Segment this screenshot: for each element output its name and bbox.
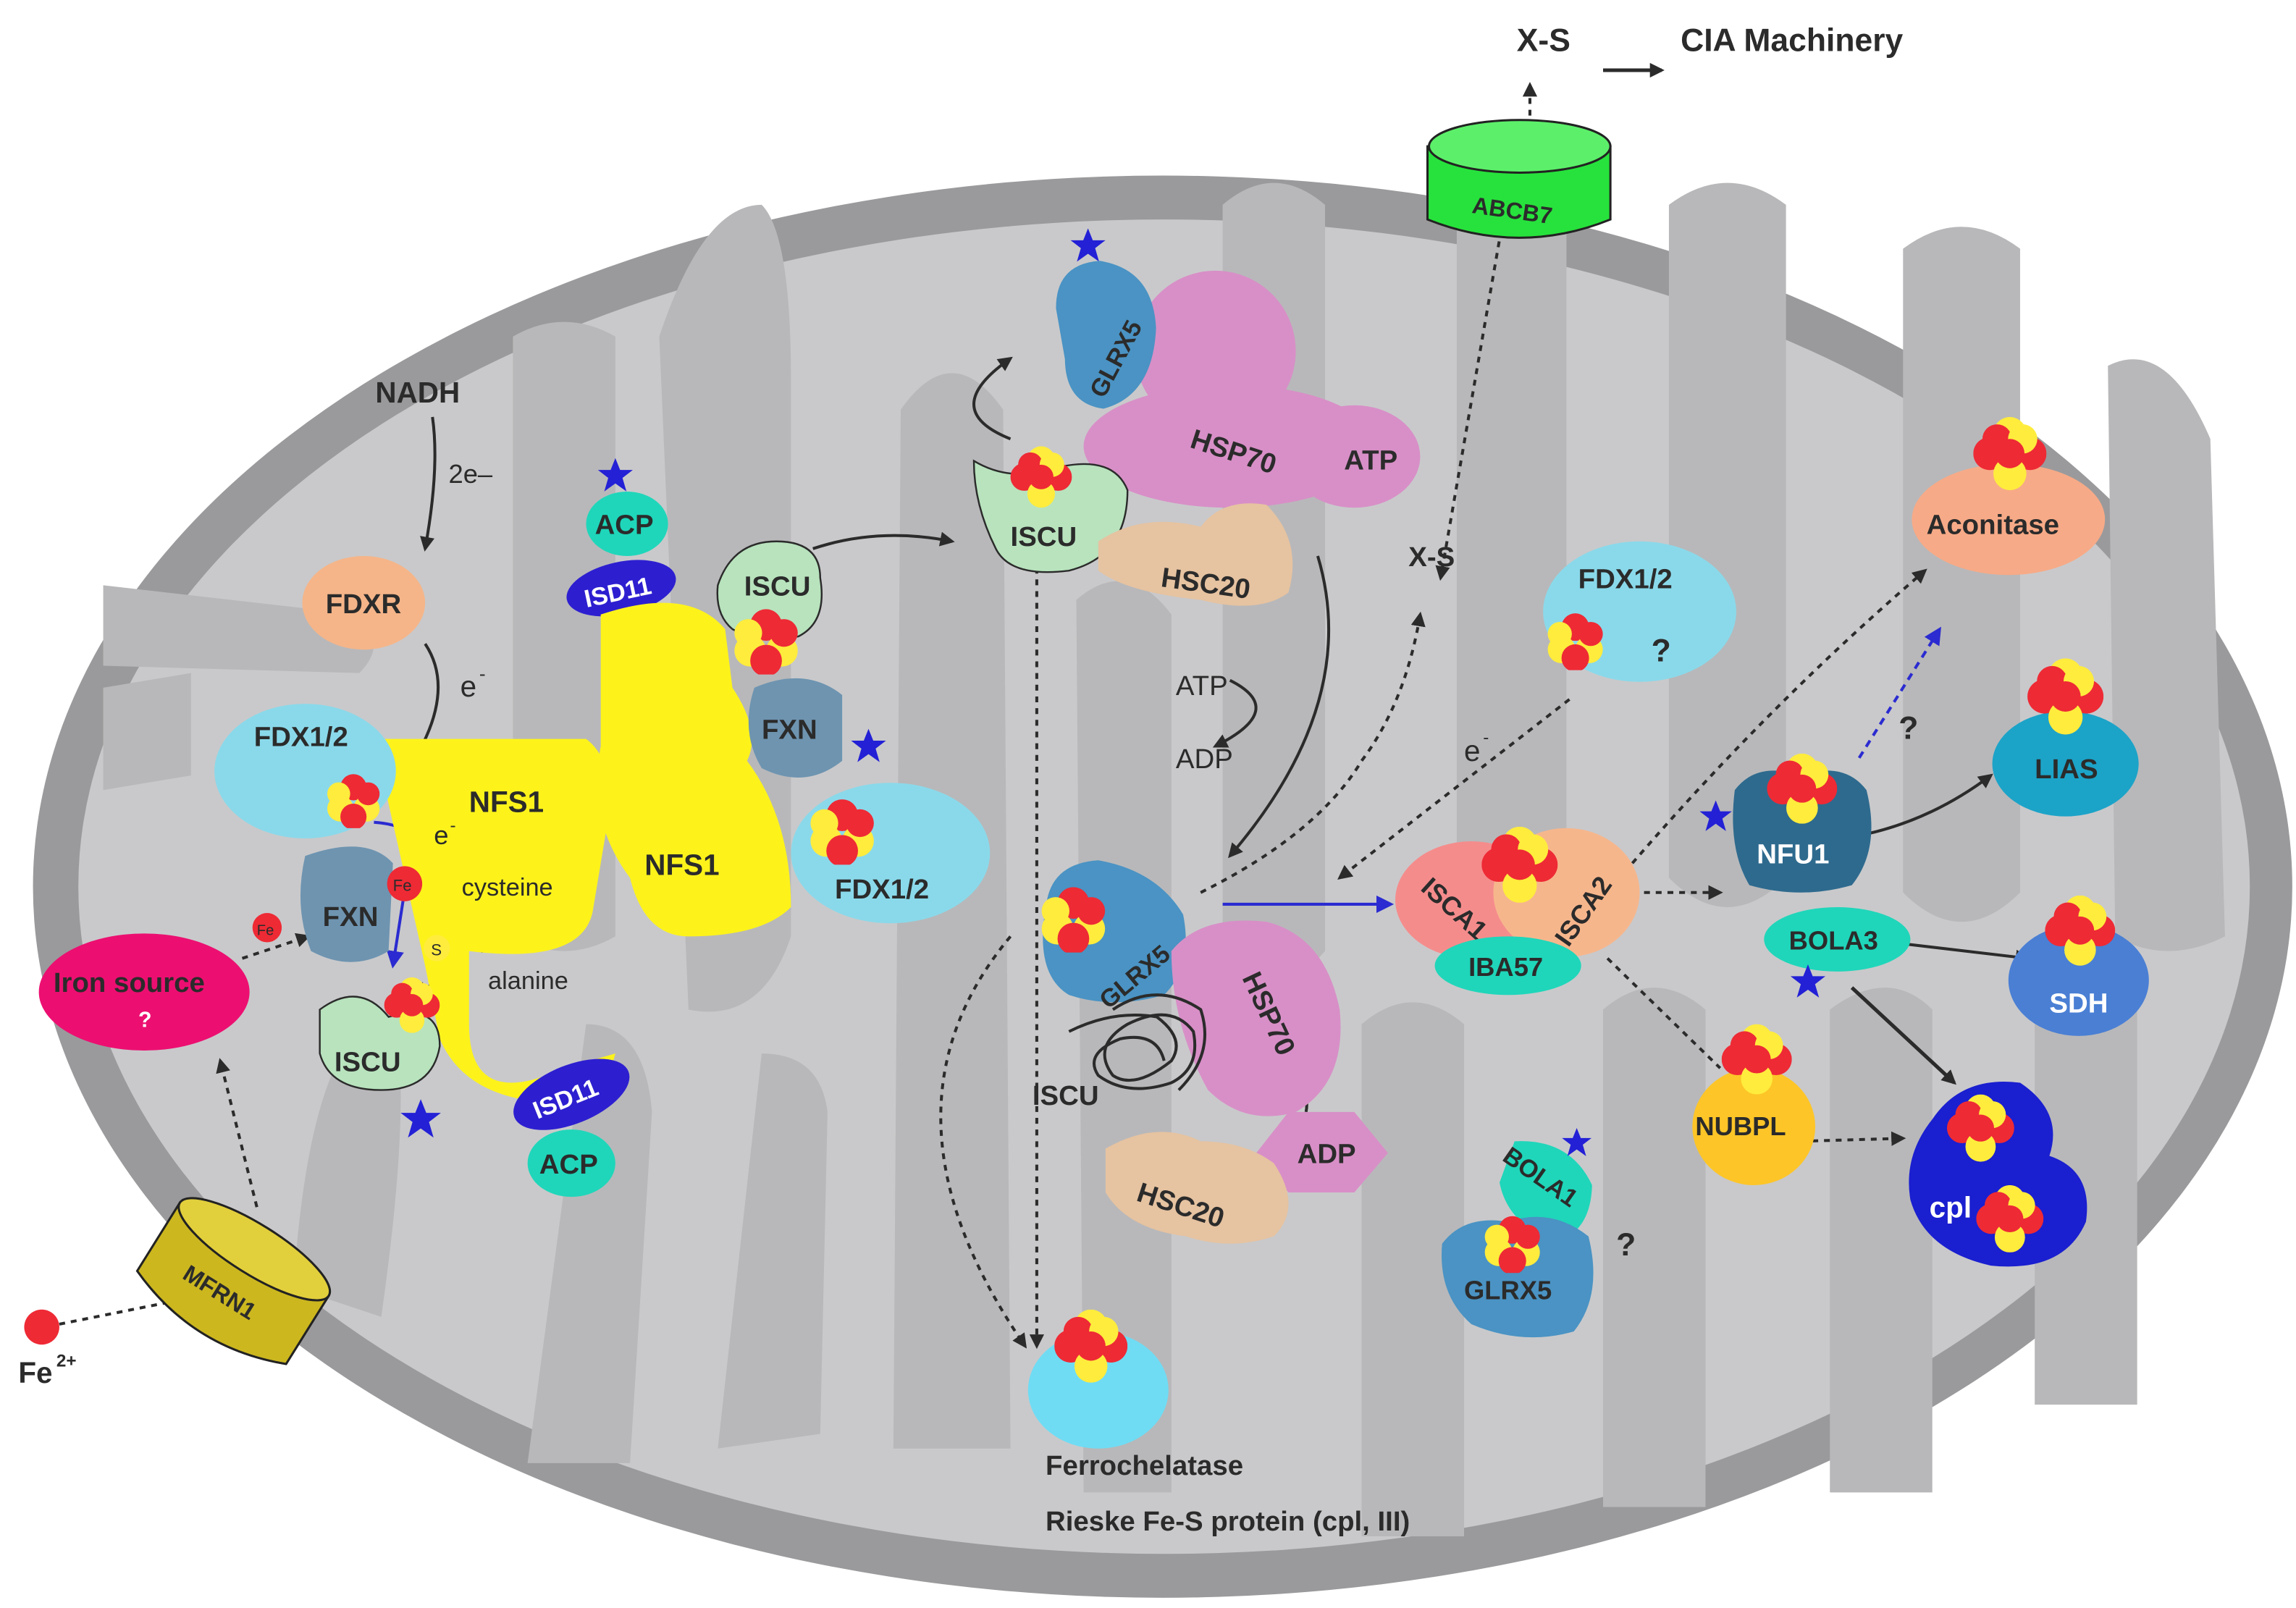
hsc20-mid-protein xyxy=(1105,1132,1289,1244)
fdx12-right-question: ? xyxy=(1652,633,1671,668)
nfu1-question: ? xyxy=(1898,711,1918,746)
cia-export: X-S CIA Machinery xyxy=(1517,23,1904,59)
sdh-protein xyxy=(2008,925,2149,1036)
nubpl-protein xyxy=(1692,1068,1816,1185)
mfrn1-transporter: MFRN1 xyxy=(135,1197,332,1365)
acp-bottom-label: ACP xyxy=(539,1149,598,1180)
fdxr-label: FDXR xyxy=(326,589,401,620)
glrx5-right-question: ? xyxy=(1616,1227,1636,1263)
bola3-label: BOLA3 xyxy=(1789,926,1878,956)
iron-source-label: Iron source xyxy=(54,967,205,998)
bola3-protein xyxy=(1764,906,1911,972)
left-region: NADH 2e– FDXR e - FDX1/2 NFS1 e - FXN Fe… xyxy=(18,376,615,1389)
nfs1-complex: ACP ISD11 NFS1 ISCU FXN FDX1/2 ISD11 ACP xyxy=(513,458,991,1197)
aconitase-protein xyxy=(1912,463,2106,576)
fe2-ion xyxy=(24,1309,59,1345)
electron-minus-3: - xyxy=(1483,728,1489,748)
lias-protein xyxy=(1992,711,2139,817)
ferrochelatase-label: Ferrochelatase xyxy=(1046,1450,1243,1481)
fdx12-left-label: FDX1/2 xyxy=(254,722,348,753)
nfu1-label: NFU1 xyxy=(1757,838,1829,870)
atp-top-label: ATP xyxy=(1344,445,1397,476)
fdxr-protein xyxy=(302,555,426,650)
connectors xyxy=(59,62,2031,1350)
hsp70-mid-protein xyxy=(1171,920,1341,1116)
isd11-top-protein xyxy=(566,560,676,617)
hsc20-top-protein xyxy=(1098,503,1293,606)
electron-minus-1: - xyxy=(479,663,486,685)
adp-hex-label: ADP xyxy=(1298,1139,1356,1170)
nubpl-label: NUBPL xyxy=(1695,1111,1786,1141)
fxn-left-label: FXN xyxy=(323,901,379,933)
acp-top-protein xyxy=(586,492,668,556)
iscu-center-label: ISCU xyxy=(744,571,811,602)
fdx12-right-label: FDX1/2 xyxy=(1578,563,1673,594)
fxn-center-label: FXN xyxy=(762,715,817,746)
cysteine-label: cysteine xyxy=(462,874,553,901)
fe-ion-small xyxy=(252,913,282,943)
iscu-center-protein xyxy=(716,540,823,640)
bola1-protein xyxy=(1500,1141,1592,1242)
fxn-center-protein xyxy=(748,678,843,778)
iscu-top-label: ISCU xyxy=(1011,521,1077,552)
cpl-label: cpl xyxy=(1930,1190,1972,1224)
iscu-left-label: ISCU xyxy=(335,1046,401,1077)
nfs1-right-protein xyxy=(597,602,791,937)
fe-big-label: Fe xyxy=(393,877,412,895)
acp-top-label: ACP xyxy=(595,510,654,541)
sdh-label: SDH xyxy=(2049,988,2108,1019)
fdx12-center-label: FDX1/2 xyxy=(835,874,929,905)
glrx5-right-label: GLRX5 xyxy=(1464,1276,1552,1305)
chaperone-system: GLRX5 HSP70 ATP ISCU HSC20 ATP ADP GLRX5… xyxy=(972,228,1421,1537)
fe-ion-big xyxy=(387,866,423,901)
right-region: X-S FDX1/2 ? e - ISCA1 ISCA2 IBA57 Aconi… xyxy=(1395,416,2149,1338)
adp-hexagon xyxy=(1256,1111,1388,1193)
xs-label: X-S xyxy=(1408,542,1455,573)
isd11-bottom-protein xyxy=(513,1058,630,1130)
electron-minus-2: - xyxy=(450,816,456,835)
glrx5-right-protein xyxy=(1442,1216,1594,1338)
s-label: S xyxy=(431,941,442,959)
abcb7-transporter: ABCB7 xyxy=(1426,119,1612,239)
iron-source xyxy=(38,933,250,1051)
iba57-protein xyxy=(1434,936,1581,995)
electron-label-2: e xyxy=(434,820,448,850)
nfu1-protein xyxy=(1733,770,1872,893)
fe-small-label: Fe xyxy=(257,922,274,938)
nfs1-right-label: NFS1 xyxy=(644,849,719,882)
iron-source-question: ? xyxy=(138,1009,152,1032)
iscu-mid-label: ISCU xyxy=(1033,1080,1099,1111)
alanine-label: alanine xyxy=(488,967,568,995)
rieske-label: Rieske Fe-S protein (cpl, III) xyxy=(1046,1506,1410,1537)
atp-label: ATP xyxy=(1176,670,1228,702)
glrx5-top-protein xyxy=(1056,261,1156,409)
ferrochelatase-protein xyxy=(1027,1331,1169,1449)
adp-label: ADP xyxy=(1176,744,1233,775)
hsp70-atp-lobe xyxy=(1288,405,1421,508)
unfolded-iscu-chain xyxy=(1068,993,1206,1092)
top-xs-label: X-S xyxy=(1517,23,1570,59)
aconitase-label: Aconitase xyxy=(1927,510,2059,541)
fe2-label: Fe xyxy=(18,1356,52,1389)
lias-label: LIAS xyxy=(2035,754,2098,785)
fxn-left-protein xyxy=(300,846,393,962)
two-electron-label: 2e– xyxy=(448,459,492,489)
electron-label-3: e xyxy=(1464,734,1480,767)
acp-bottom-protein xyxy=(527,1129,615,1197)
nfs1-left-label: NFS1 xyxy=(469,786,544,819)
sulfur-atom xyxy=(424,935,450,961)
iba57-label: IBA57 xyxy=(1468,952,1543,982)
electron-label-1: e xyxy=(461,670,476,703)
nadh-label: NADH xyxy=(375,376,460,409)
fe2-superscript: 2+ xyxy=(56,1352,77,1371)
cia-machinery-label: CIA Machinery xyxy=(1681,23,1903,59)
